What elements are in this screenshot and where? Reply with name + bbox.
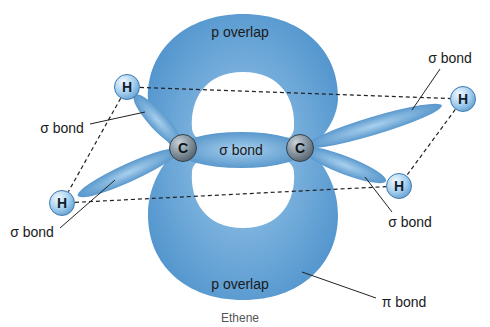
- atom-symbol: H: [57, 196, 67, 210]
- hydrogen-atom: H: [450, 86, 476, 112]
- pi-orbital-lobes: [148, 14, 338, 300]
- bond-label: σ bond: [40, 120, 84, 137]
- atom-symbol: H: [122, 80, 132, 94]
- bond-label: σ bond: [428, 50, 472, 67]
- hydrogen-atom: H: [49, 190, 75, 216]
- hydrogen-atom: H: [386, 173, 412, 199]
- atom-symbol: C: [295, 141, 305, 155]
- plane-dashed-line: [140, 87, 450, 98]
- sigma-ch-lobe: [302, 97, 444, 155]
- leader-line: [90, 112, 145, 124]
- bond-label: π bond: [382, 294, 427, 311]
- atom-symbol: C: [178, 141, 188, 155]
- plane-dashed-line: [68, 98, 120, 191]
- orbital-label: p overlap: [211, 24, 269, 41]
- atom-symbol: H: [394, 179, 404, 193]
- caption: Ethene: [221, 311, 259, 325]
- hydrogen-atom: H: [114, 74, 140, 100]
- orbital-label: p overlap: [211, 276, 269, 293]
- atom-symbol: H: [458, 92, 468, 106]
- plane-dashed-line: [407, 109, 456, 175]
- bond-label: σ bond: [388, 214, 432, 231]
- bond-label: σ bond: [219, 142, 263, 159]
- leader-line: [302, 272, 376, 298]
- carbon-atom: C: [169, 134, 197, 162]
- leader-line: [412, 69, 440, 110]
- sigma-ch-lobe: [74, 141, 183, 204]
- plane-dashed-line: [75, 187, 386, 203]
- bond-label: σ bond: [10, 224, 54, 241]
- carbon-atom: C: [286, 134, 314, 162]
